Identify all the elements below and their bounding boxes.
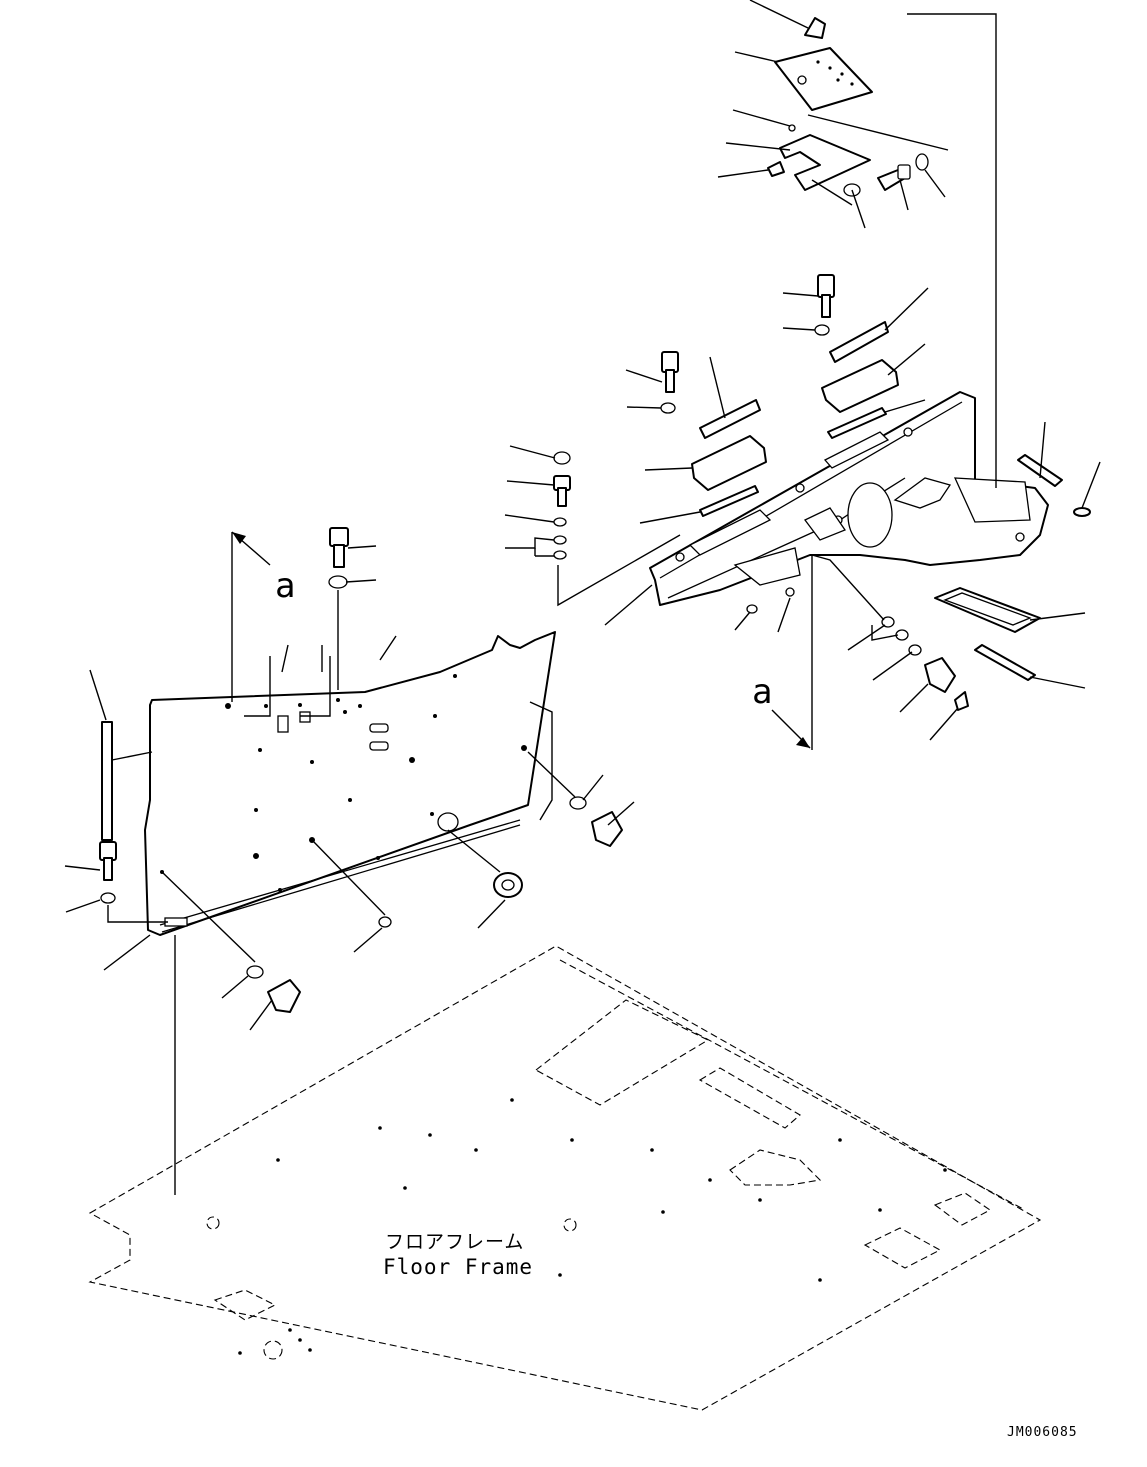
view-arrow-left-label: a xyxy=(275,566,295,606)
floor-frame-label-en: Floor Frame xyxy=(383,1255,533,1279)
floor-frame-label-jp: フロアフレーム xyxy=(385,1231,524,1253)
right-console-frame xyxy=(649,391,1049,606)
drawing-number: JM006085 xyxy=(1007,1425,1078,1440)
pad-right-upper xyxy=(814,274,899,439)
left-side-panel xyxy=(144,631,556,936)
floor-frame xyxy=(88,945,1042,1411)
pad-left-upper xyxy=(660,351,767,517)
view-arrow-right-label: a xyxy=(752,672,772,712)
top-cap-assembly xyxy=(767,17,929,197)
view-arrow-right: a xyxy=(752,672,811,749)
leader-lines xyxy=(64,0,1101,1195)
view-arrow-left: a xyxy=(231,531,295,606)
hardware-left xyxy=(99,721,623,1013)
hardware-left-mid xyxy=(328,451,571,589)
hardware-right-lower xyxy=(746,454,1091,711)
